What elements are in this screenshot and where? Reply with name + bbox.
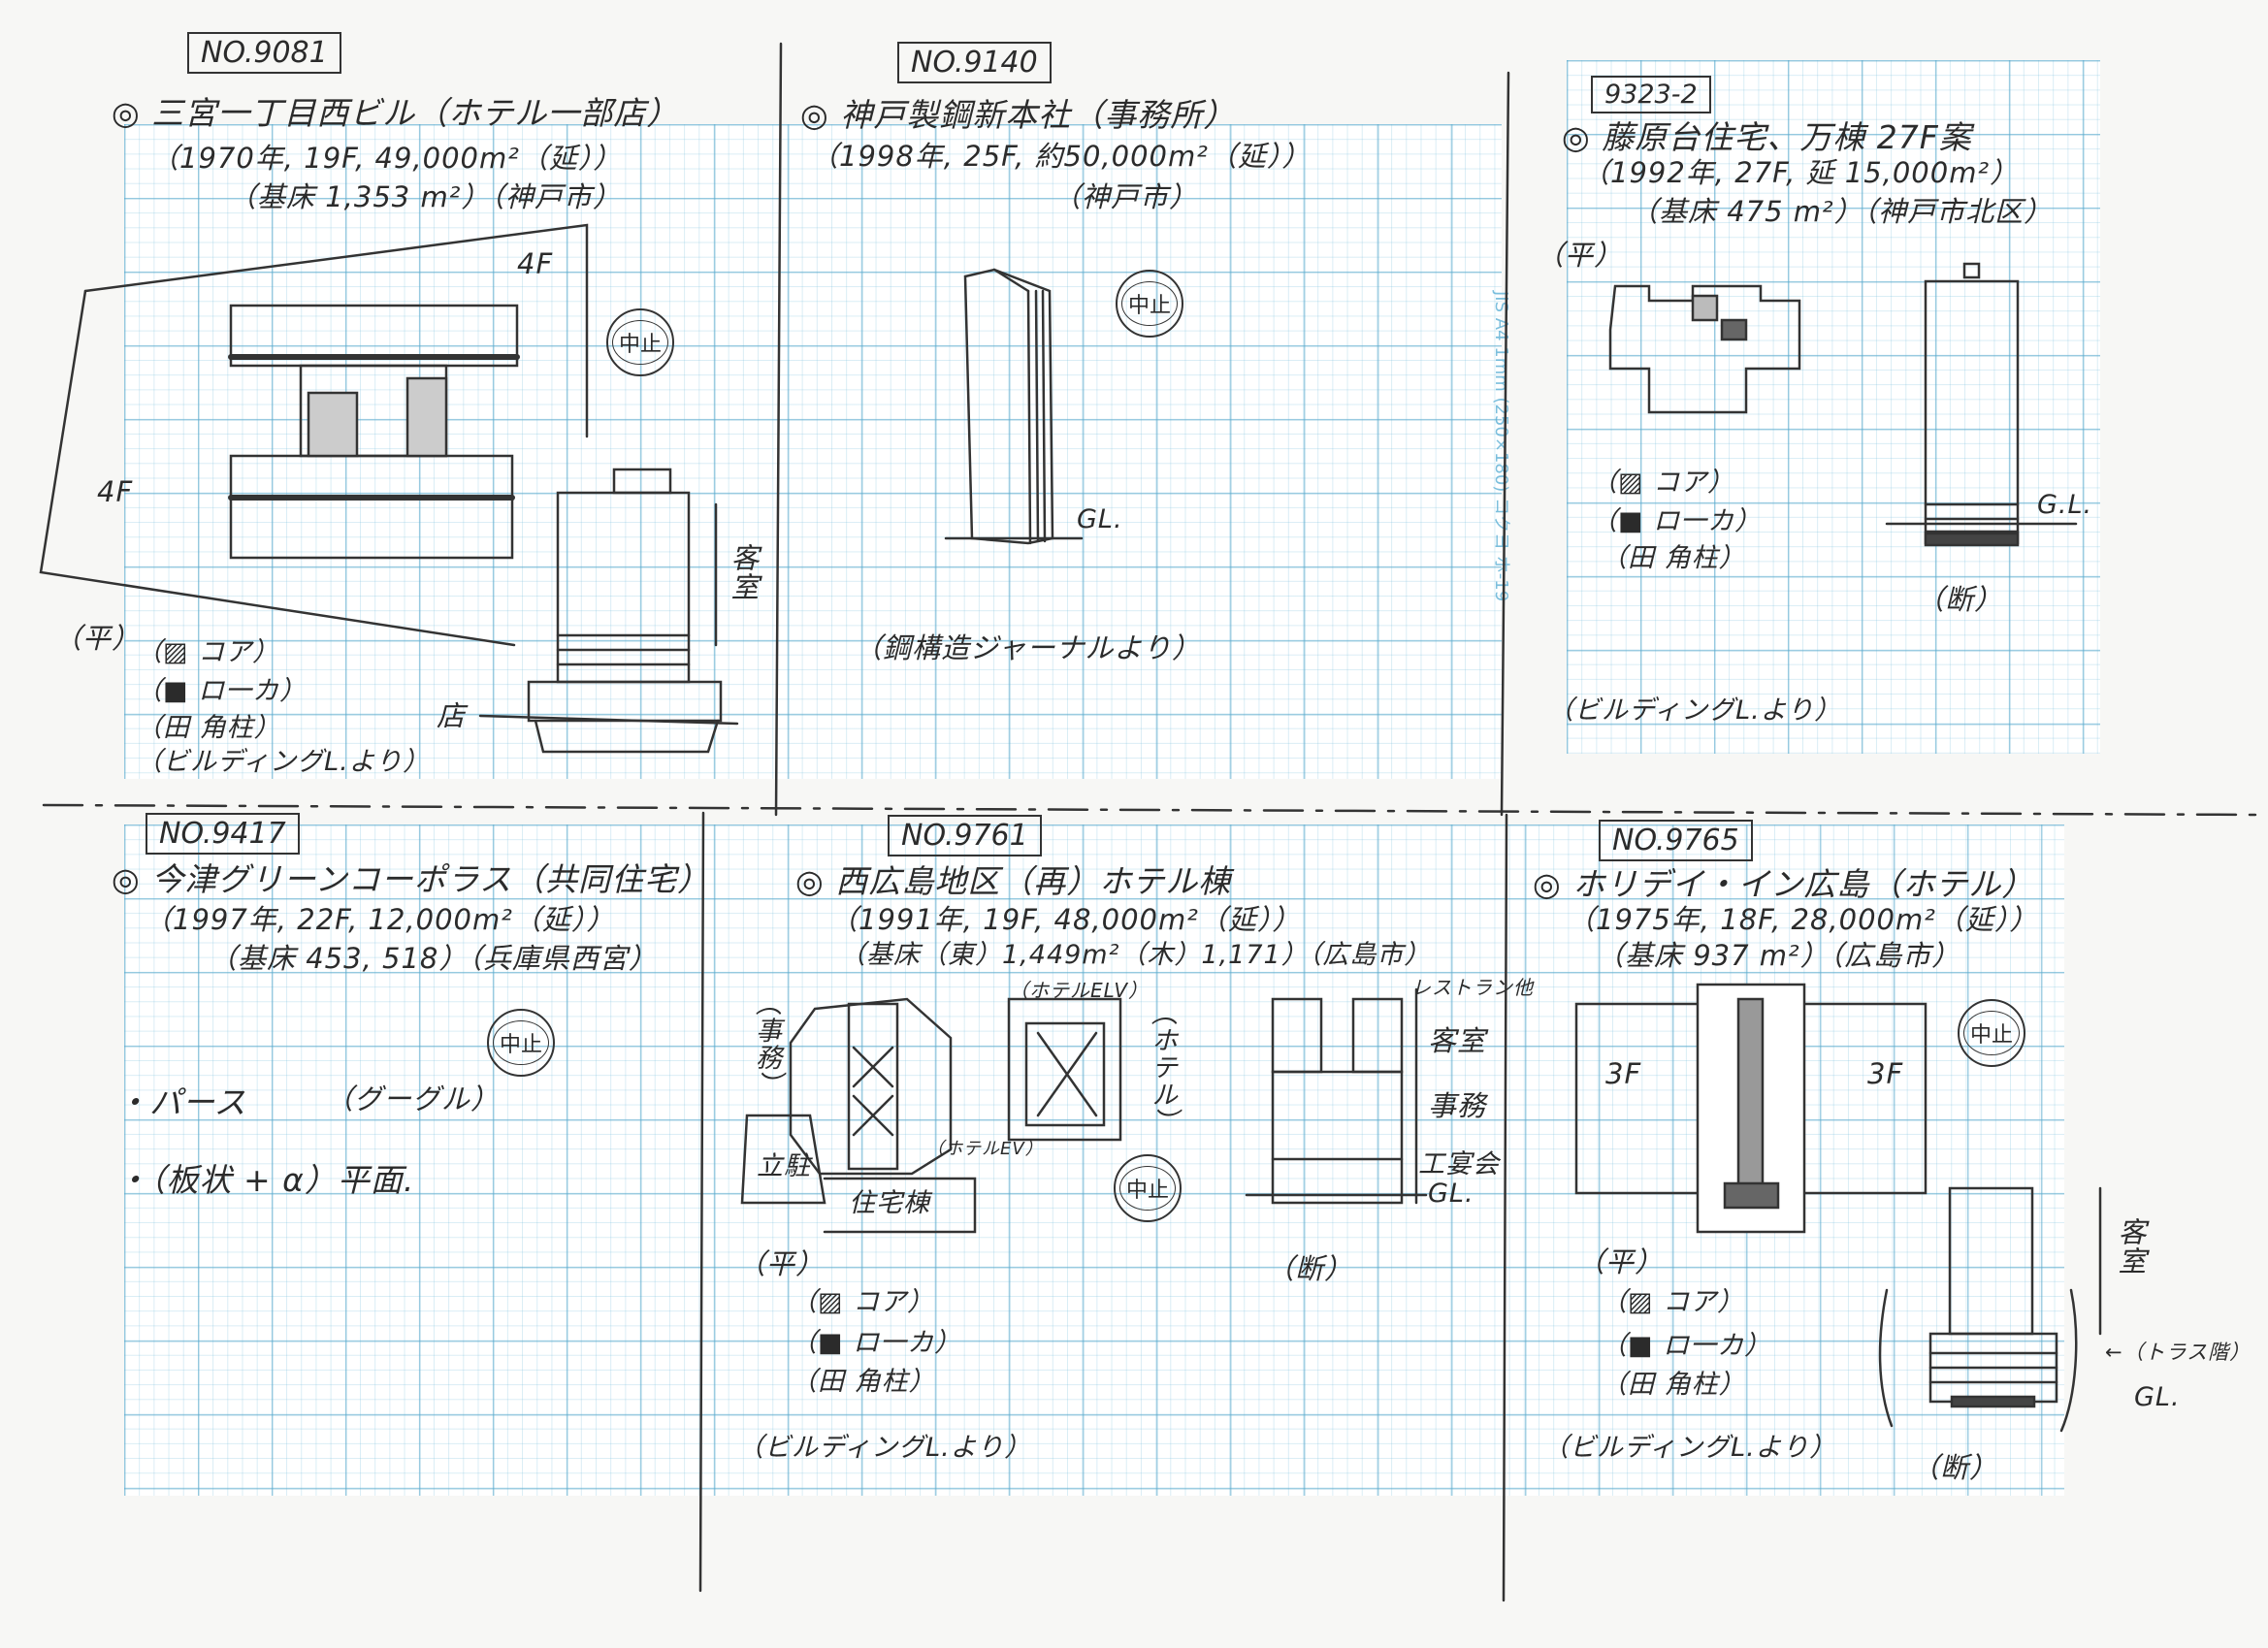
entry-number-9323-2: 9323-2 bbox=[1591, 76, 1711, 113]
entry-title-9081: ◎ 三宮一丁目西ビル（ホテル一部店） bbox=[112, 94, 680, 132]
legend-local-9323-2: （■ ロ一カ） bbox=[1591, 506, 1763, 536]
bullet-perspective: ・パース bbox=[116, 1083, 247, 1121]
annotation-4f-top: 4F bbox=[517, 247, 554, 280]
cancelled-stamp-9765: 中止 bbox=[1958, 999, 2025, 1067]
graph-paper-sheet-top-right bbox=[1567, 60, 2100, 754]
plan-label-9323-2: （平） bbox=[1536, 239, 1624, 272]
entry-area-9761: （基床（東）1,449m²（木）1,171）（広島市） bbox=[839, 940, 1432, 970]
entry-area-9417: （基床 453, 518）（兵庫県西宮） bbox=[209, 942, 658, 975]
source-9323-2: （ビルディングL.より） bbox=[1547, 695, 1842, 726]
source-9081: （ビルディングL.より） bbox=[136, 747, 431, 777]
annotation-office-9761: （事務） bbox=[751, 989, 781, 1098]
legend-column-9761: （田 角柱） bbox=[791, 1367, 936, 1397]
ground-level-9765: GL. bbox=[2134, 1382, 2181, 1412]
legend-local-9081: （■ ロ一カ） bbox=[136, 676, 308, 706]
bullet-perspective-note: （グーグル） bbox=[325, 1083, 501, 1115]
entry-details-9765: （1975年, 18F, 28,000m²（延）） bbox=[1567, 903, 2039, 936]
cancelled-stamp-9761: 中止 bbox=[1114, 1154, 1182, 1222]
section-office-9761: 事務 bbox=[1428, 1089, 1487, 1122]
bullet-plan: ・（板状 + α）平面. bbox=[116, 1161, 415, 1199]
annotation-guest-rooms: 客室 bbox=[727, 543, 760, 601]
legend-core-9323-2: （▨ コア） bbox=[1591, 468, 1735, 498]
ground-level-9323-2: G.L. bbox=[2037, 490, 2093, 520]
ground-level-9140: GL. bbox=[1077, 504, 1123, 534]
entry-number-9417: NO.9417 bbox=[146, 813, 300, 855]
entry-area-9140: （神戸市） bbox=[1053, 180, 1199, 213]
entry-area-9323-2: （基床 475 m²）（神戸市北区） bbox=[1630, 195, 2054, 228]
cancelled-stamp-9140: 中止 bbox=[1116, 270, 1183, 338]
legend-core-9761: （▨ コア） bbox=[791, 1287, 935, 1317]
entry-area-9765: （基床 937 m²）（広島市） bbox=[1596, 939, 1961, 972]
entry-details-9417: （1997年, 22F, 12,000m²（延）） bbox=[144, 903, 616, 936]
plan-label-9761: （平） bbox=[737, 1247, 826, 1280]
plan-label-9765: （平） bbox=[1576, 1245, 1665, 1278]
annotation-4f-left: 4F bbox=[97, 475, 134, 508]
legend-column-9765: （田 角柱） bbox=[1601, 1370, 1746, 1400]
annotation-hotel-9761: （ホテル） bbox=[1147, 999, 1177, 1135]
annotation-hotel-elv: （ホテルELV） bbox=[1009, 979, 1150, 1002]
annotation-3f-right: 3F bbox=[1867, 1057, 1904, 1090]
section-label-9761: （断） bbox=[1266, 1252, 1354, 1285]
annotation-3f-left: 3F bbox=[1605, 1057, 1642, 1090]
entry-title-9761: ◎ 西広島地区（再）ホテル棟 bbox=[795, 862, 1232, 900]
annotation-housing: 住宅棟 bbox=[849, 1188, 930, 1218]
annotation-hotel-ev: （ホテルEV） bbox=[926, 1139, 1044, 1159]
section-ground-level-9761: GL. bbox=[1428, 1179, 1474, 1209]
graph-paper-sheet-top-left bbox=[124, 124, 1502, 779]
legend-core-9765: （▨ コア） bbox=[1601, 1287, 1745, 1317]
entry-number-9765: NO.9765 bbox=[1599, 820, 1753, 861]
entry-title-9765: ◎ ホリデイ・イン広島（ホテル） bbox=[1533, 865, 2035, 903]
section-guest-rooms-9761: 客室 bbox=[1428, 1024, 1487, 1057]
entry-title-9140: ◎ 神戸製鋼新本社（事務所） bbox=[800, 96, 1237, 134]
entry-title-9417: ◎ 今津グリーンコーポラス（共同住宅） bbox=[112, 860, 710, 898]
entry-details-9761: （1991年, 19F, 48,000m²（延）） bbox=[829, 903, 1302, 936]
source-9765: （ビルディングL.より） bbox=[1542, 1433, 1837, 1463]
entry-number-9140: NO.9140 bbox=[897, 42, 1052, 83]
section-label-9765: （断） bbox=[1911, 1451, 1999, 1484]
section-label-9323-2: （断） bbox=[1916, 583, 2004, 616]
entry-number-9081: NO.9081 bbox=[187, 32, 341, 74]
entry-details-9323-2: （1992年, 27F, 延 15,000m²） bbox=[1581, 156, 2020, 189]
legend-local-9765: （■ ロ一カ） bbox=[1601, 1331, 1772, 1361]
section-banquet-9761: 工宴会 bbox=[1418, 1149, 1500, 1179]
plan-label-9081: （平） bbox=[53, 622, 142, 655]
entry-details-9081: （1970年, 19F, 49,000m²（延）） bbox=[150, 142, 623, 175]
legend-local-9761: （■ ロ一カ） bbox=[791, 1328, 962, 1358]
cancelled-stamp-9417: 中止 bbox=[487, 1009, 555, 1077]
cancelled-stamp-9081: 中止 bbox=[606, 308, 674, 376]
source-9140: （鋼構造ジャーナルより） bbox=[854, 631, 1201, 664]
annotation-truss-floor: ←（トラス階） bbox=[2105, 1341, 2252, 1364]
legend-core-9081: （▨ コア） bbox=[136, 637, 280, 667]
entry-area-9081: （基床 1,353 m²）（神戸市） bbox=[228, 180, 622, 213]
annotation-guest-rooms-9765: 客室 bbox=[2114, 1217, 2147, 1276]
legend-column-9081: （田 角柱） bbox=[136, 713, 281, 743]
entry-title-9323-2: ◎ 藤原台住宅、万棟 27F案 bbox=[1562, 118, 1972, 156]
legend-column-9323-2: （田 角柱） bbox=[1601, 543, 1746, 573]
annotation-store: 店 bbox=[437, 699, 467, 732]
section-restaurant: レストラン他 bbox=[1411, 976, 1534, 999]
entry-details-9140: （1998年, 25F, 約50,000m²（延）） bbox=[810, 140, 1312, 173]
source-9761: （ビルディングL.より） bbox=[737, 1433, 1032, 1463]
annotation-parking: 立駐 bbox=[757, 1151, 811, 1181]
entry-number-9761: NO.9761 bbox=[888, 815, 1042, 856]
